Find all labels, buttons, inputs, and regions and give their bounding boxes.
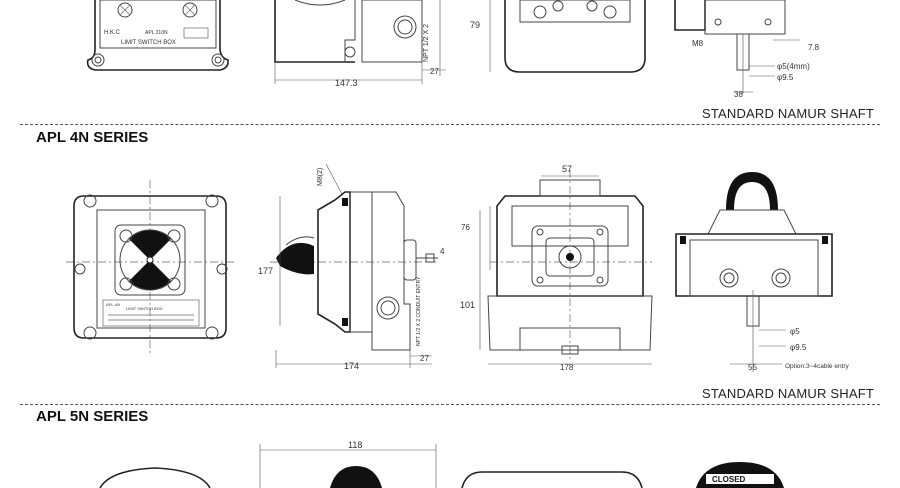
4n-front-view: APL-4N LIMIT SWITCH BOX <box>66 180 236 355</box>
5n-side-view: 118 <box>259 440 437 488</box>
4n-dim-55: 55 <box>748 363 757 372</box>
top-end-view: 79 <box>470 0 646 73</box>
namur-caption-2: STANDARD NAMUR SHAFT <box>701 386 874 401</box>
top-dim-phi5: φ5(4mm) <box>777 62 810 71</box>
4n-dim-101: 101 <box>460 300 475 310</box>
4n-dim-57: 57 <box>562 164 572 174</box>
4n-side-view: 177 174 27 4 M8(2) NPT 1/2 X 2 CONDUIT E… <box>258 163 445 371</box>
4n-option-label: Option:3~4cable entry <box>785 363 850 370</box>
top-dim-7-8: 7.8 <box>808 43 820 52</box>
namur-caption-1: STANDARD NAMUR SHAFT <box>701 106 874 121</box>
4n-dim-177: 177 <box>258 266 273 276</box>
series-title-5n: APL 5N SERIES <box>36 408 149 425</box>
top-dim-38: 38 <box>734 90 743 99</box>
4n-dim-4: 4 <box>440 247 445 256</box>
apl5n-drawings: 118 CLOSED <box>99 440 784 488</box>
separator-1 <box>20 124 880 125</box>
4n-thread-label: NPT 1/2 X 2 CONDUIT ENTRY <box>416 276 422 346</box>
4n-dim-76: 76 <box>461 223 470 232</box>
top-nameplate-title: LIMIT SWITCH BOX <box>121 40 176 46</box>
4n-dim-174: 174 <box>344 361 359 371</box>
series-title-4n: APL 4N SERIES <box>36 129 149 146</box>
5n-dim-118: 118 <box>348 440 362 450</box>
separator-2 <box>20 404 880 405</box>
top-dim-147-3: 147.3 <box>335 78 358 88</box>
5n-closed-label: CLOSED <box>712 475 746 484</box>
apl4n-drawings: APL-4N LIMIT SWITCH BOX 177 <box>66 163 850 372</box>
4n-dim-phi9-5: φ9.5 <box>790 343 807 352</box>
4n-dim-phi5: φ5 <box>790 327 800 336</box>
4n-dim-m8: M8(2) <box>317 168 324 186</box>
4n-dim-178: 178 <box>560 363 574 372</box>
4n-dim-27: 27 <box>420 354 429 363</box>
top-front-view: H.K.C APL 310N LIMIT SWITCH BOX <box>86 0 229 71</box>
top-dim-phi9-5: φ9.5 <box>777 73 794 82</box>
top-shaft-view: M8 7.8 φ5(4mm) φ9.5 38 <box>674 0 820 99</box>
4n-end-view: 57 76 101 178 <box>460 164 653 372</box>
5n-front-view <box>99 467 211 488</box>
top-thread-label: NPT 1/2 X 2 <box>423 24 430 62</box>
top-dim-79: 79 <box>470 20 480 30</box>
top-nameplate-brand: H.K.C <box>104 30 121 36</box>
4n-nameplate-model: APL-4N <box>106 302 120 307</box>
top-side-view: 147.3 27 NPT 1/2 X 2 <box>274 0 446 88</box>
4n-shaft-view: φ5 φ9.5 55 Option:3~4cable entry <box>675 172 850 372</box>
top-drawings: H.K.C APL 310N LIMIT SWITCH BOX 147.3 27… <box>86 0 820 99</box>
top-dim-27: 27 <box>430 67 439 76</box>
5n-end-view <box>461 471 643 488</box>
top-nameplate-model: APL 310N <box>145 30 168 36</box>
5n-indicator-view: CLOSED <box>696 462 784 488</box>
4n-nameplate-title: LIMIT SWITCH BOX <box>126 306 163 311</box>
top-dim-m8: M8 <box>692 39 704 48</box>
